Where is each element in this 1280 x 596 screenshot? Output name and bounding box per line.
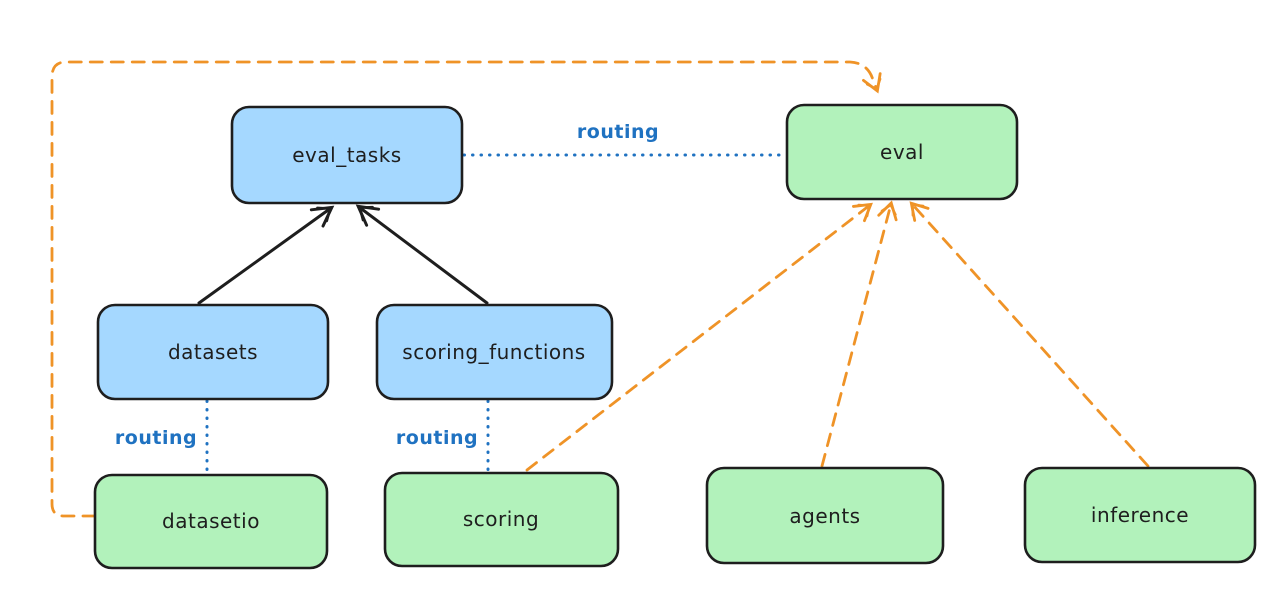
node-scoring-functions-label: scoring_functions (402, 340, 585, 364)
node-eval-tasks: eval_tasks (230, 105, 464, 205)
node-scoring: scoring (383, 471, 620, 568)
node-scoring-functions: scoring_functions (375, 303, 614, 401)
routing-label-eval-tasks-eval: routing (577, 121, 659, 143)
node-inference: inference (1023, 466, 1257, 564)
node-scoring-box (383, 471, 620, 568)
node-scoring-functions-box (375, 303, 614, 401)
node-datasetio: datasetio (93, 473, 329, 570)
edge-scoring-functions-to-eval-tasks (355, 204, 489, 305)
node-datasets-box (96, 303, 330, 401)
edge-scoring-to-eval (525, 202, 873, 472)
routing-label-scoring-functions-scoring: routing (396, 427, 478, 449)
edge-datasets-to-eval-tasks (197, 205, 335, 305)
node-datasetio-box (93, 473, 329, 570)
node-eval-tasks-box (230, 105, 464, 205)
node-datasets-label: datasets (168, 340, 258, 364)
node-eval-label: eval (880, 140, 924, 164)
node-datasets: datasets (96, 303, 330, 401)
node-scoring-label: scoring (463, 507, 539, 531)
node-agents: agents (705, 466, 945, 565)
edge-datasetio-to-eval (50, 60, 882, 518)
node-agents-label: agents (789, 504, 860, 528)
node-datasetio-label: datasetio (162, 509, 260, 533)
edge-inference-to-eval (909, 201, 1150, 468)
node-inference-box (1023, 466, 1257, 564)
node-agents-box (705, 466, 945, 565)
node-inference-label: inference (1091, 503, 1189, 527)
node-eval-tasks-label: eval_tasks (292, 143, 401, 167)
node-eval: eval (785, 103, 1019, 201)
node-eval-box (785, 103, 1019, 201)
edge-agents-to-eval (820, 200, 898, 468)
routing-label-datasets-datasetio: routing (115, 427, 197, 449)
